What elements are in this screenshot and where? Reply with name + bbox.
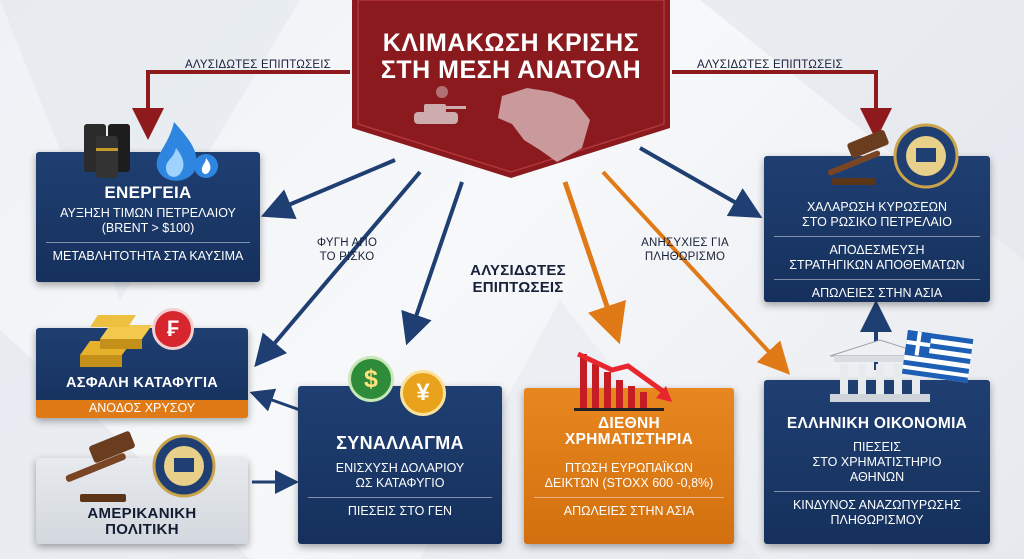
greece-line2: ΣΤΟ ΧΡΗΜΑΤΙΣΤΗΡΙΟ bbox=[812, 455, 942, 470]
arrow-fx-to-safe-haven bbox=[249, 388, 301, 412]
arrow-to-greece bbox=[601, 170, 791, 375]
energy-title: ΕΝΕΡΓΕΙΑ bbox=[104, 183, 192, 202]
sanctions-line5: ΑΠΩΛΕΙΕΣ ΣΤΗΝ ΑΣΙΑ bbox=[811, 286, 943, 300]
markets-line2: ΔΕΙΚΤΩΝ (STOXX 600 -0,8%) bbox=[544, 475, 714, 490]
spillover-arrow-right bbox=[672, 70, 892, 140]
sanctions-line2: ΣΤΟ ΡΩΣΙΚΟ ΠΕΤΡΕΛΑΙΟ bbox=[802, 215, 952, 229]
energy-line2: (BRENT > $100) bbox=[101, 220, 195, 235]
energy-card: ΕΝΕΡΓΕΙΑ ΑΥΞΗΣΗ ΤΙΜΩΝ ΠΕΤΡΕΛΑΙΟΥ (BRENT … bbox=[36, 152, 260, 282]
parthenon-greek-flag-icon bbox=[829, 330, 974, 402]
safe-haven-line1: ΑΝΟΔΟΣ ΧΡΥΣΟΥ bbox=[88, 401, 196, 415]
markets-line1: ΠΤΩΣΗ ΕΥΡΩΠΑΪΚΩΝ bbox=[565, 460, 693, 475]
falling-chart-icon bbox=[574, 351, 672, 411]
sanctions-line1: ΧΑΛΑΡΩΣΗ ΚΥΡΩΣΕΩΝ bbox=[806, 200, 948, 214]
gavel-treasury-icon bbox=[65, 431, 216, 502]
fx-title: ΣΥΝΑΛΛΑΓΜΑ bbox=[336, 433, 464, 453]
arrow-to-sanctions bbox=[639, 146, 763, 218]
label-spillover-right: ΑΛΥΣΙΔΩΤΕΣ ΕΠΙΠΤΩΣΕΙΣ bbox=[697, 59, 843, 71]
greece-line1: ΠΙΕΣΕΙΣ bbox=[852, 440, 902, 455]
greek-economy-title: ΕΛΛΗΝΙΚΗ ΟΙΚΟΝΟΜΙΑ bbox=[786, 415, 968, 432]
energy-line1: ΑΥΞΗΣΗ ΤΙΜΩΝ ΠΕΤΡΕΛΑΙΟΥ bbox=[60, 205, 236, 220]
sanctions-line3: ΑΠΟΔΕΣΜΕΥΣΗ bbox=[829, 243, 925, 257]
tank-icon bbox=[414, 86, 466, 124]
middle-east-map-icon bbox=[498, 88, 590, 162]
label-spillover-left: ΑΛΥΣΙΔΩΤΕΣ ΕΠΙΠΤΩΣΕΙΣ bbox=[185, 59, 331, 71]
greece-line3: ΑΘΗΝΩΝ bbox=[849, 470, 905, 485]
markets-line3: ΑΠΩΛΕΙΕΣ ΣΤΗΝ ΑΣΙΑ bbox=[563, 503, 695, 518]
dollar-coin-icon: $ bbox=[348, 356, 394, 402]
gold-bars-icon bbox=[80, 315, 152, 367]
greece-line4: ΚΙΝΔΥΝΟΣ ΑΝΑΖΩΠΥΡΩΣΗΣ bbox=[792, 498, 962, 513]
spillover-arrow-left bbox=[132, 70, 350, 140]
page-title: ΚΛΙΜΑΚΩΣΗ ΚΡΙΣΗΣ ΣΤΗ ΜΕΣΗ ΑΝΑΤΟΛΗ bbox=[380, 29, 642, 84]
oil-barrels-flame-icon bbox=[84, 122, 218, 181]
header-shield bbox=[352, 0, 670, 178]
greece-line5: ΠΛΗΘΩΡΙΣΜΟΥ bbox=[830, 513, 924, 528]
fx-line3: ΠΙΕΣΕΙΣ ΣΤΟ ΓΕΝ bbox=[347, 503, 453, 518]
yen-coin-icon: ¥ bbox=[400, 370, 446, 416]
arrow-to-energy bbox=[260, 158, 396, 219]
safe-haven-title: ΑΣΦΑΛΗ ΚΑΤΑΦΥΓΙΑ bbox=[65, 375, 219, 391]
gavel-seal-icon bbox=[827, 123, 959, 189]
fx-line1: ΕΝΙΣΧΥΣΗ ΔΟΛΑΡΙΟΥ bbox=[335, 460, 465, 475]
greek-economy-card: ΕΛΛΗΝΙΚΗ ΟΙΚΟΝΟΜΙΑ ΠΙΕΣΕΙΣ ΣΤΟ ΧΡΗΜΑΤΙΣΤ… bbox=[764, 380, 990, 544]
franc-coin-icon: ₣ bbox=[152, 308, 194, 350]
sanctions-card: ΧΑΛΑΡΩΣΗ ΚΥΡΩΣΕΩΝ ΣΤΟ ΡΩΣΙΚΟ ΠΕΤΡΕΛΑΙΟ Α… bbox=[764, 156, 990, 302]
arrow-to-fx bbox=[401, 181, 464, 346]
arrow-to-markets bbox=[562, 181, 626, 345]
fx-line2: ΩΣ ΚΑΤΑΦΥΓΙΟ bbox=[355, 475, 445, 490]
energy-line3: ΜΕΤΑΒΛΗΤΟΤΗΤΑ ΣΤΑ ΚΑΥΣΙΜΑ bbox=[52, 248, 244, 263]
sanctions-line4: ΣΤΡΑΤΗΓΙΚΩΝ ΑΠΟΘΕΜΑΤΩΝ bbox=[789, 258, 965, 272]
fx-card: ΣΥΝΑΛΛΑΓΜΑ ΕΝΙΣΧΥΣΗ ΔΟΛΑΡΙΟΥ ΩΣ ΚΑΤΑΦΥΓΙ… bbox=[298, 386, 502, 544]
arrow-to-safe-haven bbox=[254, 170, 422, 368]
